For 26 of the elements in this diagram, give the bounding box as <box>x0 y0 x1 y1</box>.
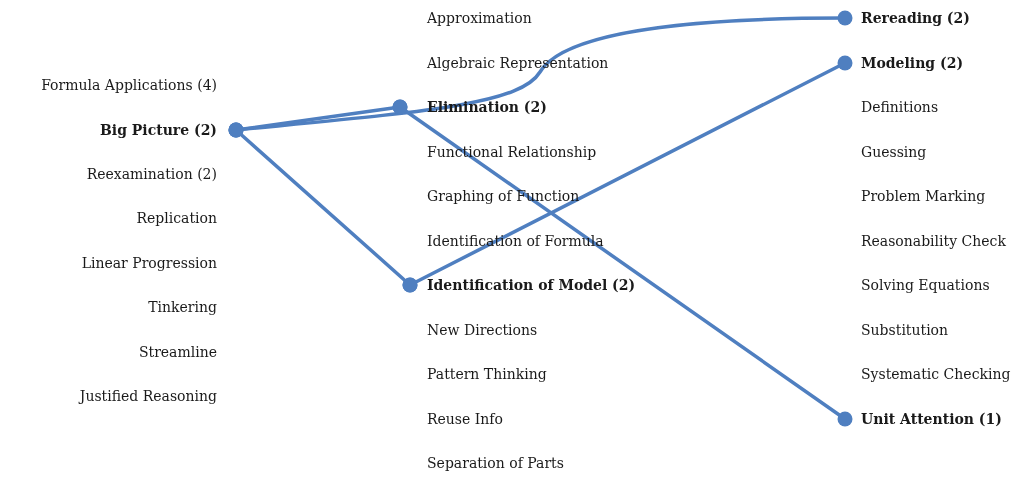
category-label: Reexamination (2) <box>86 165 217 184</box>
category-label: Substitution <box>861 321 949 340</box>
category-label: Problem Marking <box>861 187 986 206</box>
category-label: Pattern Thinking <box>427 365 547 384</box>
node-label: Unit Attention (1) <box>861 410 1002 429</box>
node-label: Identification of Model (2) <box>427 276 636 295</box>
category-label: Justified Reasoning <box>79 387 217 406</box>
category-label: Guessing <box>861 143 927 162</box>
category-label: Separation of Parts <box>427 454 564 473</box>
category-label: Replication <box>136 209 217 228</box>
category-label: Systematic Checking <box>861 365 1011 384</box>
connector-line <box>402 55 853 293</box>
node-label: Rereading (2) <box>861 9 970 28</box>
node-label: Big Picture (2) <box>100 121 217 140</box>
category-label: Streamline <box>138 343 217 362</box>
node-label: Modeling (2) <box>861 54 963 73</box>
category-label: Definitions <box>861 98 939 117</box>
category-label: Solving Equations <box>861 276 990 295</box>
category-label: New Directions <box>427 321 538 340</box>
category-label: Approximation <box>427 9 532 28</box>
category-label: Linear Progression <box>81 254 217 273</box>
category-label: Reasonability Check <box>861 232 1006 251</box>
connector-line <box>392 99 853 427</box>
category-label: Reuse Info <box>427 410 503 429</box>
category-label: Formula Applications (4) <box>41 76 217 95</box>
category-label: Tinkering <box>148 298 217 317</box>
